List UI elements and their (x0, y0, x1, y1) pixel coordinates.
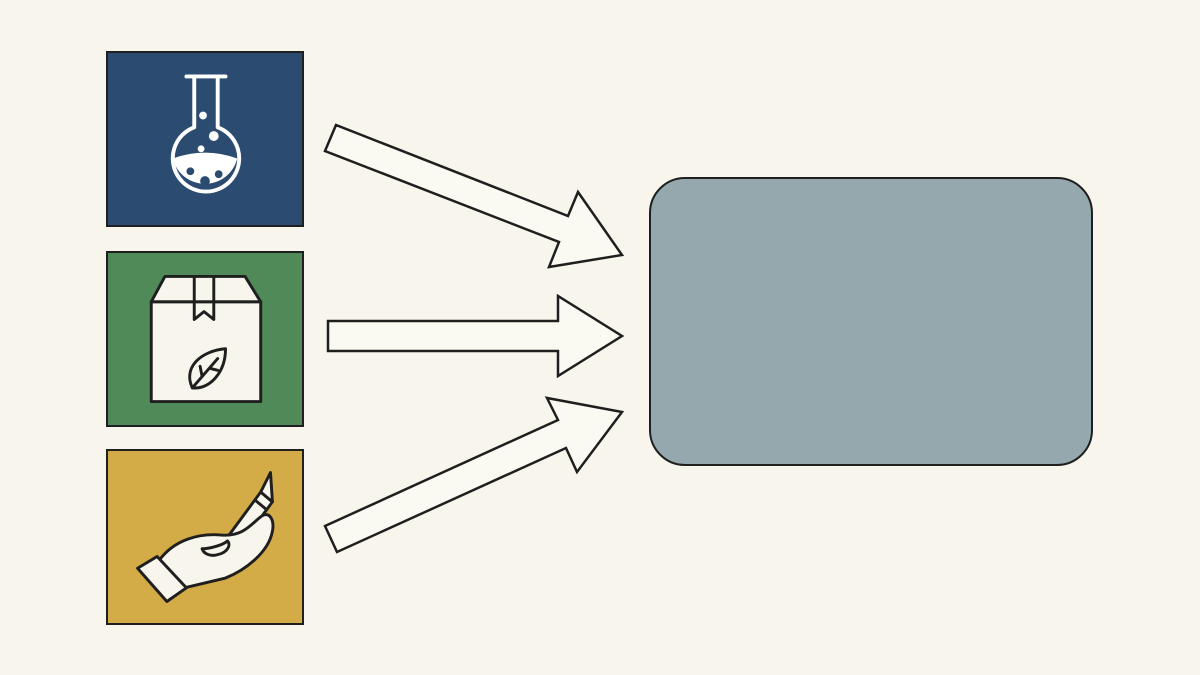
hand-pencil-icon (136, 471, 275, 603)
arrow-middle (326, 293, 625, 379)
input-tile-handcraft (106, 449, 304, 625)
eco-package-icon (149, 274, 263, 404)
leaf-icon (188, 347, 227, 390)
arrow-top (323, 123, 625, 269)
input-tile-packaging (106, 251, 304, 427)
flask-icon (170, 74, 242, 194)
arrow-bottom (323, 396, 625, 554)
output-box (649, 177, 1093, 466)
input-tile-chemistry (106, 51, 304, 227)
